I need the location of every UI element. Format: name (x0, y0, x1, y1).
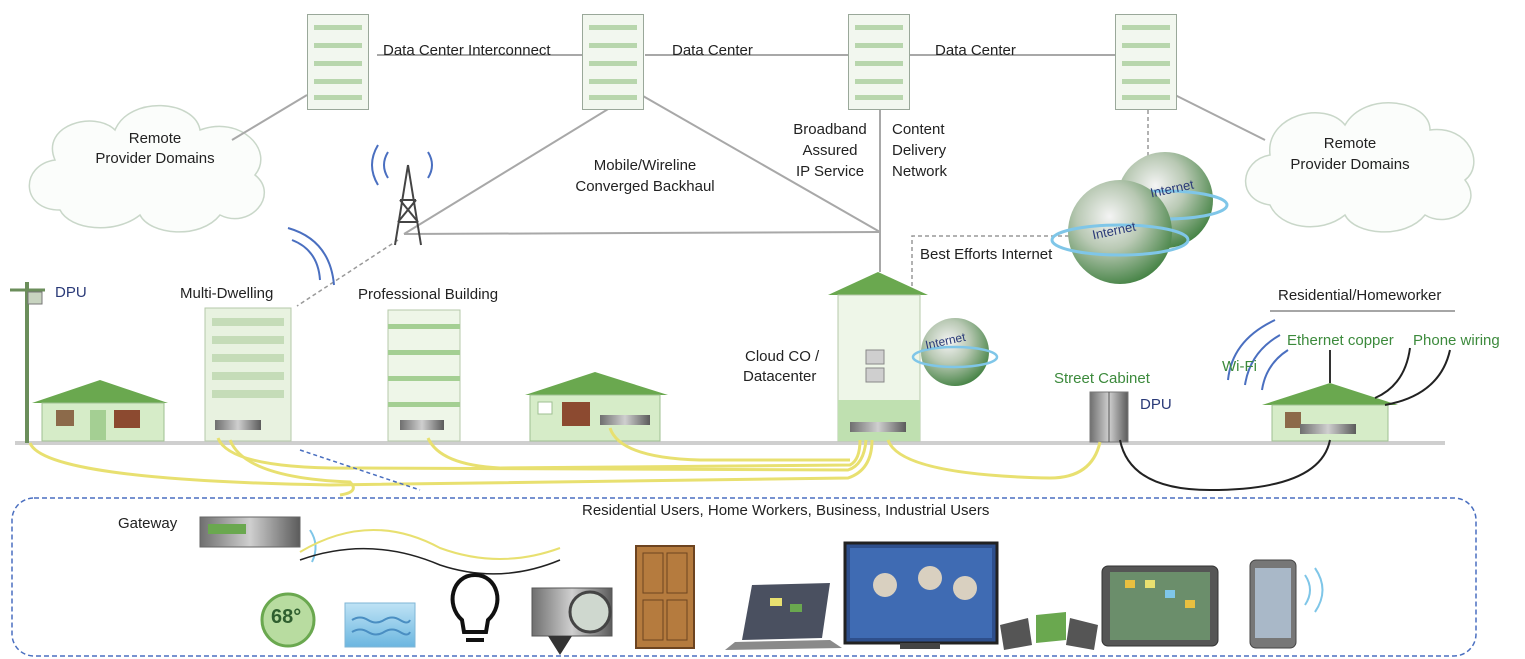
door-icon (635, 545, 695, 649)
cloud-co-building-icon (828, 272, 928, 442)
label-residential-homeworker: Residential/Homeworker (1278, 287, 1442, 304)
label-professional-building: Professional Building (358, 286, 499, 303)
label-mobile-backhaul-2: Converged Backhaul (575, 178, 715, 195)
water-icon (344, 602, 416, 648)
label-data-center-2: Data Center (935, 42, 1016, 59)
label-remote-left-2: Provider Domains (95, 150, 215, 167)
tv-icon (843, 541, 999, 649)
gateway-icon (199, 516, 561, 575)
label-street-cabinet: Street Cabinet (1054, 370, 1150, 387)
cloud-icon-right (1244, 102, 1475, 233)
rack-icon-dc-1 (582, 14, 644, 110)
label-users: Residential Users, Home Workers, Busines… (582, 502, 990, 519)
label-data-center-interconnect: Data Center Interconnect (383, 42, 551, 59)
dpu-pole-icon (10, 282, 45, 443)
label-multi-dwelling: Multi-Dwelling (180, 285, 274, 302)
label-content-3: Network (892, 163, 948, 180)
label-broadband-3: IP Service (795, 163, 865, 180)
label-dpu-left: DPU (55, 284, 87, 301)
camera-icon (531, 587, 613, 655)
house-icon-residential (1227, 310, 1455, 442)
label-mobile-backhaul-1: Mobile/Wireline (593, 157, 697, 174)
cabinet-icon (1089, 391, 1129, 443)
wireless-waves-icon (287, 227, 335, 286)
thermostat-icon (260, 592, 316, 648)
rack-icon-dci (307, 14, 369, 110)
house-icon-2 (525, 372, 668, 442)
globe-icon-small (911, 318, 999, 386)
users-container (11, 497, 1477, 657)
label-ethernet-copper: Ethernet copper (1287, 332, 1394, 349)
label-best-efforts-internet: Best Efforts Internet (920, 246, 1053, 263)
best-efforts-link (296, 110, 1149, 307)
tablet-icon (1101, 565, 1219, 647)
label-remote-right-2: Provider Domains (1290, 156, 1410, 173)
label-broadband-2: Assured (802, 142, 858, 159)
building-icon-multi-dwelling (204, 307, 292, 442)
rack-icon-dc-3 (1115, 14, 1177, 110)
cloud-icon-left (28, 104, 266, 233)
label-cloud-co-2: Datacenter (743, 368, 817, 385)
label-wifi: Wi-Fi (1222, 358, 1257, 375)
label-remote-left-1: Remote (128, 130, 182, 147)
label-content-2: Delivery (892, 142, 947, 159)
building-icon-professional (387, 309, 461, 442)
dashed-link-lower (299, 449, 421, 491)
label-remote-right-1: Remote (1323, 135, 1377, 152)
label-broadband-1: Broadband (793, 121, 867, 138)
rack-icon-dc-2 (848, 14, 910, 110)
house-icon-1 (32, 380, 168, 442)
bulb-icon (450, 572, 500, 642)
label-phone-wiring: Phone wiring (1413, 332, 1500, 349)
globe-icon-front (1050, 180, 1190, 284)
label-data-center-1: Data Center (672, 42, 753, 59)
phone-icon (1249, 559, 1324, 649)
label-dpu-right: DPU (1140, 396, 1172, 413)
label-gateway: Gateway (118, 515, 178, 532)
label-content-1: Content (892, 121, 945, 138)
tower-icon (371, 144, 433, 246)
thermostat-reading: 68° (271, 606, 302, 628)
copper-link (1119, 439, 1331, 492)
label-cloud-co-1: Cloud CO / (745, 348, 820, 365)
laptop-icon (725, 583, 842, 650)
small-device-icon (1000, 612, 1098, 650)
core-links (231, 54, 1266, 272)
fiber-links (28, 427, 1102, 497)
